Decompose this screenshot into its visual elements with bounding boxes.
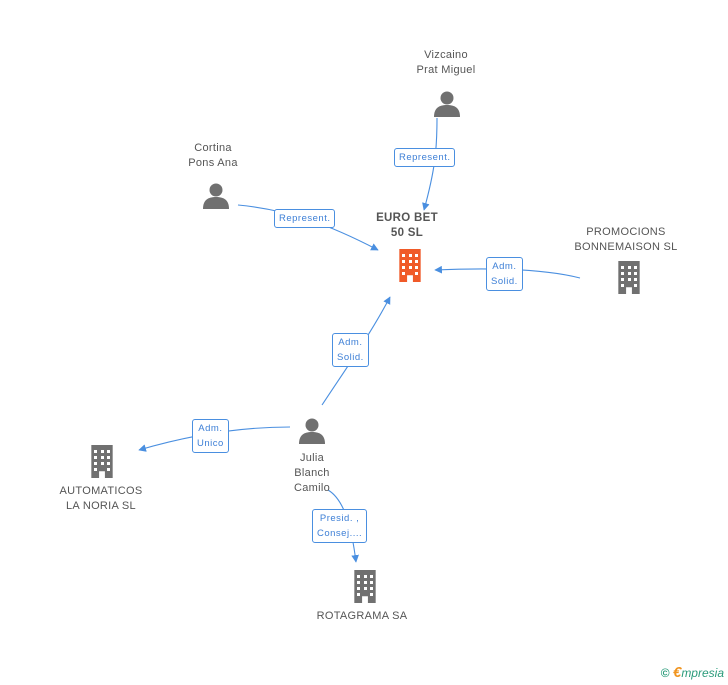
edge-label-vizcaino-represent[interactable]: Represent. xyxy=(394,148,456,167)
empresia-brand-text: mpresia xyxy=(681,666,724,680)
promocions-building-icon xyxy=(618,261,640,294)
edge-label-promocions-adm-solid[interactable]: Adm. Solid. xyxy=(486,257,523,291)
empresia-logo: © €mpresia xyxy=(661,664,724,681)
automaticos-building-icon xyxy=(91,445,113,478)
cortina-person-icon xyxy=(203,183,229,209)
node-label-promocions[interactable]: PROMOCIONS BONNEMAISON SL xyxy=(574,226,678,253)
edge-label-julia-adm-solid[interactable]: Adm. Solid. xyxy=(332,333,369,367)
node-label-cortina[interactable]: Cortina Pons Ana xyxy=(188,142,238,169)
node-label-julia[interactable]: Julia Blanch Camilo xyxy=(293,452,331,494)
euro-bet-building-icon xyxy=(399,249,421,282)
julia-person-icon xyxy=(299,418,325,444)
node-label-vizcaino[interactable]: Vizcaino Prat Miguel xyxy=(416,49,476,76)
rotagrama-building-icon xyxy=(354,570,376,603)
edge-label-julia-adm-unico[interactable]: Adm. Unico xyxy=(192,419,229,453)
edge-label-cortina-represent[interactable]: Represent. xyxy=(274,209,336,228)
copyright-symbol: © xyxy=(660,666,670,680)
node-label-rotagrama[interactable]: ROTAGRAMA SA xyxy=(316,610,408,622)
node-label-euro-bet[interactable]: EURO BET 50 SL xyxy=(376,212,438,239)
node-label-automaticos[interactable]: AUTOMATICOS LA NORIA SL xyxy=(59,485,143,512)
empresia-e-logo-icon: € xyxy=(672,664,682,681)
edge-label-julia-presid[interactable]: Presid. , Consej.... xyxy=(312,509,368,543)
vizcaino-person-icon xyxy=(434,91,460,117)
